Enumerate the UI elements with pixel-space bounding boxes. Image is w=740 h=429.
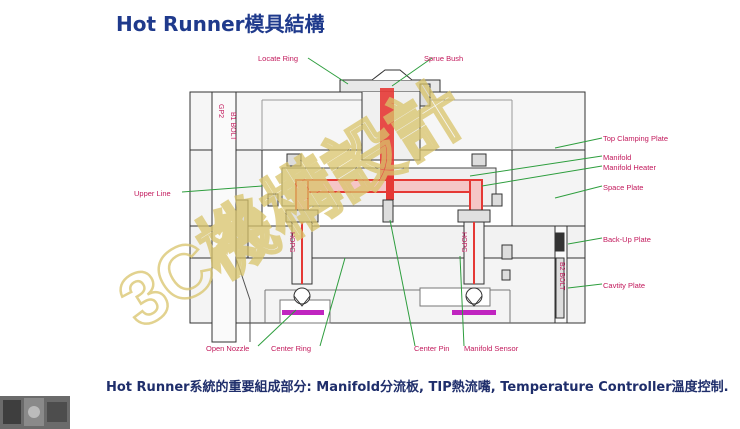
label-cavity-plate: Cavtity Plate bbox=[603, 281, 645, 290]
label-space-plate: Space Plate bbox=[603, 183, 643, 192]
label-top-clamping-plate: Top Clamping Plate bbox=[603, 134, 668, 143]
label-locate-ring: Locate Ring bbox=[258, 54, 298, 63]
leader-lines bbox=[181, 57, 603, 347]
label-b2-bolt: B2 BOLT bbox=[558, 262, 565, 291]
label-hopg-right: HOPG bbox=[460, 232, 467, 253]
caption: Hot Runner系統的重要組成部分: Manifold分流板, TIP熱流嘴… bbox=[106, 380, 729, 395]
part-labels: Locate Ring Sprue Bush Top Clamping Plat… bbox=[134, 54, 668, 353]
label-b1-bolt: B1 BOLT bbox=[229, 112, 236, 141]
vertical-labels: B1 BOLT GP2 HOPG HOPG B2 BOLT bbox=[217, 104, 565, 291]
label-sprue-bush: Sprue Bush bbox=[424, 54, 463, 63]
label-open-nozzle: Open Nozzle bbox=[206, 344, 249, 353]
page-title: Hot Runner模具結構 bbox=[116, 12, 325, 36]
label-upper-line: Upper Line bbox=[134, 189, 171, 198]
nozzle-left bbox=[282, 209, 324, 315]
thumbnail-image bbox=[0, 396, 70, 429]
label-manifold-heater: Manifold Heater bbox=[603, 163, 656, 172]
label-center-ring: Center Ring bbox=[271, 344, 311, 353]
space-plate-right bbox=[511, 149, 586, 227]
label-manifold-sensor: Manifold Sensor bbox=[464, 344, 519, 353]
side-plate-left bbox=[211, 91, 237, 343]
gate-right bbox=[452, 310, 496, 315]
nozzle-right bbox=[452, 209, 496, 315]
label-gp2: GP2 bbox=[217, 104, 224, 118]
label-hopg-left: HOPG bbox=[288, 232, 295, 253]
hot-runner-channel bbox=[295, 88, 483, 215]
label-manifold: Manifold bbox=[603, 153, 631, 162]
label-back-up-plate: Back-Up Plate bbox=[603, 235, 651, 244]
label-center-pin: Center Pin bbox=[414, 344, 449, 353]
center-pin bbox=[382, 199, 394, 223]
gate-left bbox=[282, 310, 324, 315]
